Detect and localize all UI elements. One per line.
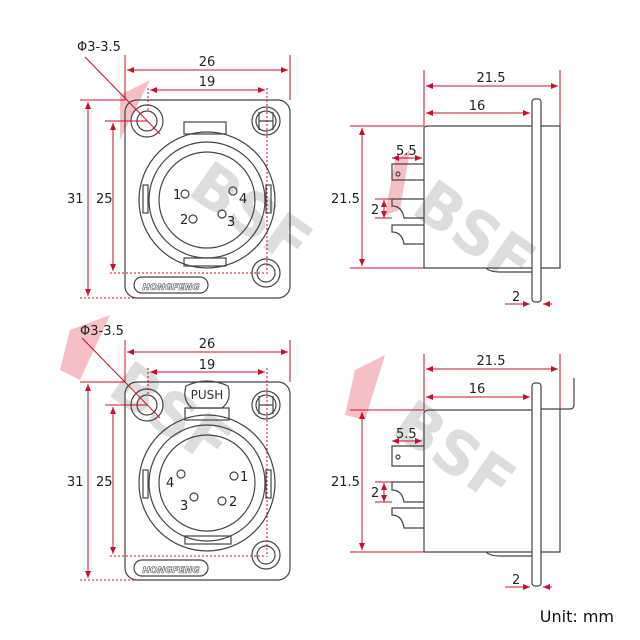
height-outer-label: 31 xyxy=(67,192,84,207)
side-height-label: 21.5 xyxy=(331,475,360,490)
push-label: PUSH xyxy=(191,388,224,402)
front-view-top xyxy=(124,99,291,299)
width-inner-label: 19 xyxy=(199,358,216,373)
pin-label: 2 xyxy=(229,495,237,510)
svg-text:BSF: BSF xyxy=(177,148,324,280)
side-view-top xyxy=(391,98,561,303)
dimensions-top-side xyxy=(350,70,561,307)
dimensions-bottom-side xyxy=(350,354,561,590)
tab-gap-label: 2 xyxy=(371,203,379,218)
pin-label: 3 xyxy=(227,215,235,230)
body-length-label: 16 xyxy=(469,382,486,397)
total-length-label: 21.5 xyxy=(477,354,506,369)
pin-label: 4 xyxy=(239,192,247,207)
tab-width-label: 5.5 xyxy=(396,144,417,159)
push-latch xyxy=(184,380,230,409)
width-outer-label: 26 xyxy=(199,55,216,70)
pin-label: 4 xyxy=(166,476,174,491)
brand-badge xyxy=(133,276,209,294)
hole-diameter-label: Φ3-3.5 xyxy=(77,40,121,55)
tab-width-label: 5.5 xyxy=(396,427,417,442)
pin-label: 3 xyxy=(180,499,188,514)
hole-diameter-label: Φ3-3.5 xyxy=(80,324,124,339)
width-outer-label: 26 xyxy=(199,337,216,352)
tab-gap-label: 2 xyxy=(371,486,379,501)
side-view-bottom xyxy=(391,378,575,587)
pin-label: 2 xyxy=(180,213,188,228)
svg-text:BSF: BSF xyxy=(97,348,244,480)
total-length-label: 21.5 xyxy=(477,71,506,86)
watermark-bottom: BSF BSF xyxy=(60,315,527,519)
unit-label: Unit: mm xyxy=(539,607,614,626)
pin-label: 1 xyxy=(240,470,248,485)
flange-plate xyxy=(124,381,291,581)
height-inner-label: 25 xyxy=(96,475,113,490)
flange-thickness-label: 2 xyxy=(512,290,520,305)
flange-plate xyxy=(124,99,291,299)
body-length-label: 16 xyxy=(469,99,486,114)
height-outer-label: 31 xyxy=(67,475,84,490)
brand-badge xyxy=(133,559,209,577)
pin-label: 1 xyxy=(173,188,181,203)
front-view-bottom xyxy=(124,380,291,581)
brand-label: HONGFENG xyxy=(142,283,199,293)
width-inner-label: 19 xyxy=(199,75,216,90)
dimensions-bottom-front xyxy=(80,337,291,581)
svg-text:BSF: BSF xyxy=(401,167,548,299)
brand-label: HONGFENG xyxy=(142,566,199,576)
height-inner-label: 25 xyxy=(96,192,113,207)
side-height-label: 21.5 xyxy=(331,192,360,207)
flange-thickness-label: 2 xyxy=(512,573,520,588)
dimensions-top-front xyxy=(80,55,291,299)
